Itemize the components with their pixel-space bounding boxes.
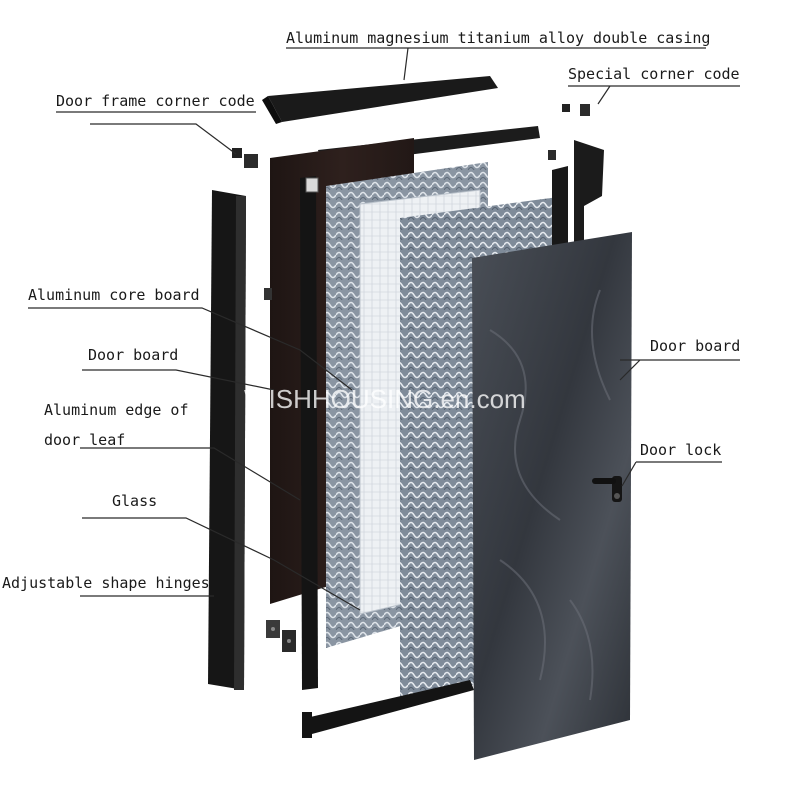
label-top-casing: Aluminum magnesium titanium alloy double… <box>286 29 710 47</box>
label-door-board-right: Door board <box>650 337 740 355</box>
top-casing-edge <box>262 96 282 124</box>
label-door-board-left: Door board <box>88 346 178 364</box>
door-leaf-edge <box>300 176 318 690</box>
label-edge-line2: door leaf <box>44 431 125 449</box>
label-edge-line1: Aluminum edge of <box>44 401 189 419</box>
clip-left <box>264 288 272 300</box>
label-frame-corner: Door frame corner code <box>56 92 255 110</box>
label-core-board: Aluminum core board <box>28 286 200 304</box>
stone-veins <box>489 289 611 701</box>
frame-bottom-bar-end <box>302 712 312 738</box>
hinge-icon <box>266 620 296 652</box>
label-glass: Glass <box>112 492 157 510</box>
door-board-front <box>472 232 632 760</box>
door-lock <box>592 476 622 502</box>
frame-bottom-bar <box>306 680 474 734</box>
left-frame-bar-highlight <box>234 196 246 690</box>
label-door-lock: Door lock <box>640 441 721 459</box>
corner-code-small <box>548 150 556 160</box>
corner-code-leaf <box>305 177 319 193</box>
special-corner-code-icon <box>562 104 590 116</box>
label-hinges: Adjustable shape hinges <box>2 574 210 592</box>
frame-corner-code-icon <box>232 148 258 168</box>
top-casing <box>268 76 498 122</box>
label-special-corner: Special corner code <box>568 65 740 83</box>
leader-lines <box>28 47 740 611</box>
watermark: WISHHOUSING.en.com <box>244 384 526 414</box>
